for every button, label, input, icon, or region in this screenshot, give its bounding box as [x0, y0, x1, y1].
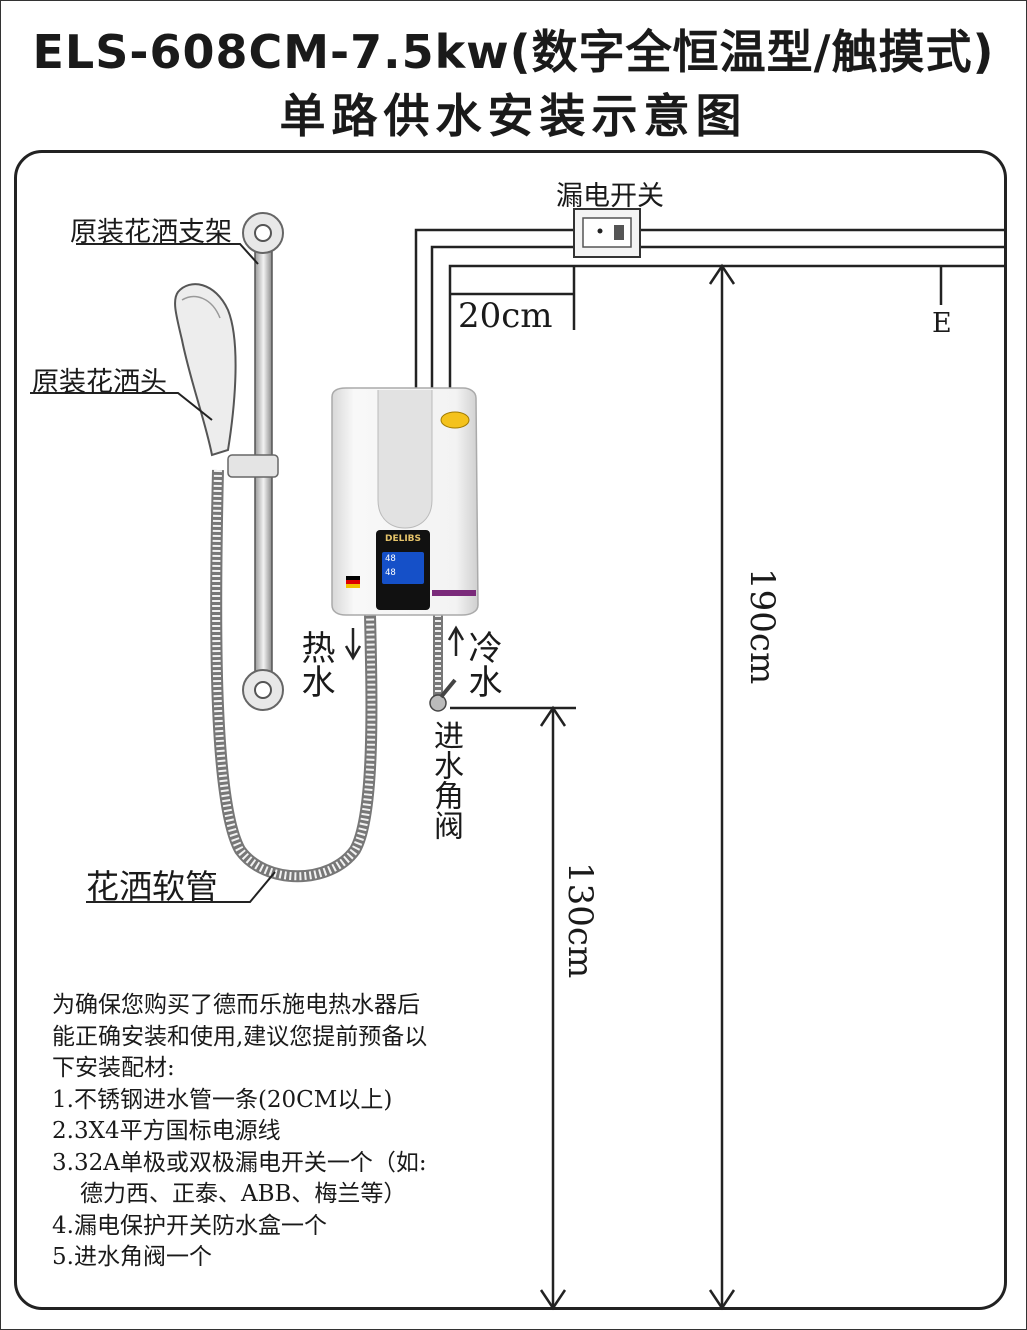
label-earth: E: [932, 308, 952, 339]
notes-item-2: 2.3X4平方国标电源线: [52, 1118, 281, 1144]
shower-hose: [210, 469, 378, 883]
water-heater: [331, 387, 479, 616]
notes-item-3a: 3.32A单极或双极漏电开关一个（如:: [52, 1149, 427, 1176]
diagram-frame: [14, 150, 1007, 1310]
label-distance-20cm: 20cm: [458, 296, 553, 336]
dimension-190: [708, 263, 736, 1311]
flow-arrows: [344, 625, 465, 661]
notes-item-3b: 德力西、正泰、ABB、梅兰等）: [80, 1181, 407, 1207]
label-height-190: 190cm: [742, 568, 782, 685]
label-cold-water: 冷水: [462, 630, 502, 698]
leakage-switch-box: [573, 208, 641, 258]
inlet-pipe: [429, 615, 457, 712]
lcd-display: 48 48: [382, 552, 424, 584]
label-inlet-valve: 进水角阀: [428, 720, 463, 840]
label-shower-head: 原装花洒头: [32, 367, 167, 398]
notes-intro-2: 能正确安装和使用,建议您提前预备以: [52, 1023, 428, 1050]
dimension-130: [450, 705, 576, 1311]
notes-item-4: 4.漏电保护开关防水盒一个: [52, 1212, 327, 1239]
notes-item-5: 5.进水角阀一个: [52, 1244, 212, 1270]
shower-head: [174, 283, 237, 457]
brand-logo: DELIBS: [384, 534, 422, 544]
label-shower-hose: 花洒软管: [86, 867, 218, 906]
control-panel: DELIBS 48 48: [376, 530, 430, 610]
leader-lines: [30, 243, 276, 903]
title-subtitle: 单路供水安装示意图: [279, 89, 748, 143]
label-height-130: 130cm: [560, 862, 600, 979]
installation-notes: 为确保您购买了德而乐施电热水器后 能正确安装和使用,建议您提前预备以 下安装配材…: [52, 990, 522, 1274]
notes-intro-3: 下安装配材:: [52, 1055, 175, 1081]
power-wires: [414, 228, 1007, 390]
notes-item-1: 1.不锈钢进水管一条(20CM以上): [52, 1086, 393, 1113]
label-shower-bracket: 原装花洒支架: [70, 217, 232, 248]
title-model: ELS-608CM-7.5kw(数字全恒温型/触摸式): [32, 25, 995, 79]
display-temp-bottom: 48: [385, 568, 396, 578]
notes-intro-1: 为确保您购买了德而乐施电热水器后: [52, 992, 420, 1018]
label-hot-water: 热水: [295, 630, 335, 698]
shower-bracket: [227, 212, 284, 711]
display-temp-top: 48: [385, 554, 396, 564]
label-leakage-switch: 漏电开关: [556, 181, 664, 212]
